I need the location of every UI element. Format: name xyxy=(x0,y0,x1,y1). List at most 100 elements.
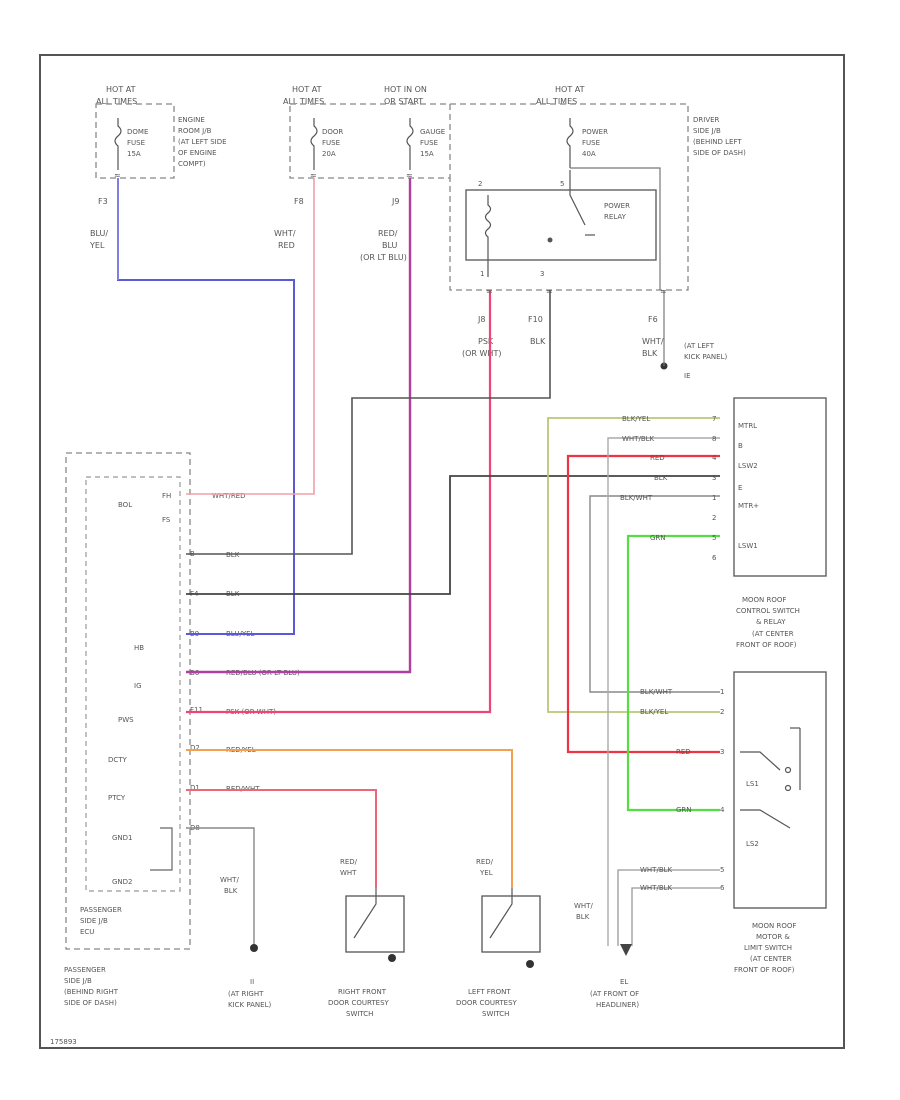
wire-blk-control-e xyxy=(186,475,720,595)
fuse-block-door: HOT AT ALL TIMES DOOR FUSE 20A F8 WHT/ R… xyxy=(274,85,343,250)
motor-ls1-label: LS1 xyxy=(746,780,759,788)
ground-ii-wire-2: BLK xyxy=(224,887,238,895)
motor-wire-blk-yel: BLK/YEL xyxy=(640,708,668,716)
relay-out2-terminal: F10 xyxy=(528,315,543,324)
ctrl-pin-name-mtrl: MTRL xyxy=(738,422,757,430)
wire-psk xyxy=(186,290,492,714)
wire-blu-yel-2: YEL xyxy=(89,241,105,250)
ground-ii-id: II xyxy=(250,978,254,986)
moonroof-motor-label-4: (AT CENTER xyxy=(750,955,792,963)
engine-room-jb-outline xyxy=(95,103,175,179)
ctrl-pin-num-4: 4 xyxy=(712,454,717,462)
engine-jb-loc-5: COMPT) xyxy=(178,160,206,168)
ground-el-icon xyxy=(620,944,632,956)
fuse-dome-hot2: ALL TIMES xyxy=(96,97,137,106)
engine-jb-loc-3: (AT LEFT SIDE xyxy=(178,138,227,146)
wire-blk-yel xyxy=(547,417,720,713)
ctrl-wire-wht-blk: WHT/BLK xyxy=(622,435,655,443)
wire-red-blu-1: RED/ xyxy=(378,229,398,238)
wire-blk-wht xyxy=(589,495,720,693)
wire-red-blu-2: BLU xyxy=(382,241,398,250)
passenger-jb-label-2: SIDE J/B xyxy=(64,977,92,985)
moonroof-motor-pins: 1 2 3 4 5 6 BLK/WHT BLK/YEL RED GRN WHT/… xyxy=(640,688,725,892)
ctrl-pin-num-3: 3 xyxy=(712,474,716,482)
fuse-dome-fuse: FUSE xyxy=(127,139,145,147)
pin-name-gnd1: GND1 xyxy=(112,834,133,842)
limit-switch-1-arm-icon xyxy=(740,751,781,771)
relay-out1-wire-1: PSK xyxy=(478,337,494,346)
relay-out1-terminal: J8 xyxy=(477,315,485,324)
chevron-icon: ≈ xyxy=(486,287,493,296)
right-switch-label-1: RIGHT FRONT xyxy=(338,988,387,996)
relay-out2-wire: BLK xyxy=(530,337,546,346)
motor-pin-4: 4 xyxy=(720,806,725,814)
engine-jb-loc-2: ROOM J/B xyxy=(178,127,212,135)
moonroof-motor-label-5: FRONT OF ROOF) xyxy=(734,966,795,974)
fuse-door-name: DOOR xyxy=(322,128,343,136)
ground-el-location-1: (AT FRONT OF xyxy=(590,990,639,998)
wire-wht-blk-control-b xyxy=(607,437,720,946)
motor-wire-red: RED xyxy=(676,748,691,756)
engine-jb-loc-1: ENGINE xyxy=(178,116,205,124)
left-switch-wire-2: YEL xyxy=(479,869,493,877)
ground-el-location-2: HEADLINER) xyxy=(596,1001,639,1009)
chevron-icon: ≈ xyxy=(406,171,413,180)
ctrl-wire-grn: GRN xyxy=(650,534,666,542)
power-relay: POWER RELAY 2 5 1 3 xyxy=(465,167,661,290)
relay-switch-arm-icon xyxy=(569,170,586,226)
fuse-door-terminal: F8 xyxy=(294,197,304,206)
pin-term-f11: F11 xyxy=(190,706,203,714)
wire-wht-blk-ground-ii xyxy=(186,827,255,946)
wires xyxy=(117,178,720,946)
relay-pin-a: 2 xyxy=(478,180,482,188)
right-switch-ground-icon xyxy=(388,954,396,962)
wire-wht-red xyxy=(186,178,315,495)
moonroof-control-pins: MTRL 7 B 8 LSW2 4 E 3 MTR+ 1 2 LSW1 5 6 xyxy=(712,415,759,562)
left-switch-box xyxy=(481,895,541,953)
driver-jb-loc-3: (BEHIND LEFT xyxy=(693,138,742,146)
ctrl-pin-name-e: E xyxy=(738,484,742,492)
moonroof-control-label-1: MOON ROOF xyxy=(742,596,786,604)
relay-ground-terminal: F6 xyxy=(648,315,658,324)
motor-switch-icons xyxy=(740,727,801,829)
chevron-icon: ≈ xyxy=(660,287,667,296)
relay-pin-d: 3 xyxy=(540,270,544,278)
motor-pin-6: 6 xyxy=(720,884,725,892)
fuse-dome-name: DOME xyxy=(127,128,148,136)
motor-pin-1: 1 xyxy=(720,688,724,696)
pin-name-pws: PWS xyxy=(118,716,134,724)
passenger-jb-ecu-outline xyxy=(85,476,181,892)
moonroof-motor-label-1: MOON ROOF xyxy=(752,922,796,930)
ground-ii-location-2: KICK PANEL) xyxy=(228,1001,271,1009)
ctrl-wire-blk-yel: BLK/YEL xyxy=(622,415,650,423)
motor-ls2-label: LS2 xyxy=(746,840,759,848)
fuse-gauge-name: GAUGE xyxy=(420,128,445,136)
ground-el-wire-2: BLK xyxy=(576,913,590,921)
wire-wht-red-2: RED xyxy=(278,241,295,250)
pin-name-hb: HB xyxy=(134,644,144,652)
relay-pin-b: 5 xyxy=(560,180,564,188)
left-switch-label-1: LEFT FRONT xyxy=(468,988,511,996)
moonroof-control-label-3: & RELAY xyxy=(756,618,786,626)
ctrl-pin-num-5: 5 xyxy=(712,534,716,542)
passenger-jb-outline xyxy=(65,452,191,950)
fuse-power-name: POWER xyxy=(582,128,608,136)
right-switch-label-3: SWITCH xyxy=(346,1010,373,1018)
moonroof-control-label-4: (AT CENTER xyxy=(752,630,794,638)
right-switch-arm-icon xyxy=(353,888,377,939)
motor-wire-blk-wht: BLK/WHT xyxy=(640,688,673,696)
moonroof-control-box xyxy=(733,397,827,577)
wire-wht-red-1: WHT/ xyxy=(274,229,296,238)
contact-dot-icon xyxy=(784,784,792,792)
pin-term-fh: FH xyxy=(162,492,171,500)
fuse-gauge-terminal: J9 xyxy=(391,197,399,206)
left-switch-label-3: SWITCH xyxy=(482,1010,509,1018)
right-door-courtesy-switch: RED/ WHT RIGHT FRONT DOOR COURTESY SWITC… xyxy=(328,858,405,1018)
passenger-jb-label-3: (BEHIND RIGHT xyxy=(64,988,119,996)
fuse-door-icon xyxy=(310,118,318,170)
fuse-gauge-hot1: HOT IN ON xyxy=(384,85,427,94)
fuse-block-dome: HOT AT ALL TIMES DOME FUSE 15A ENGINE RO… xyxy=(89,85,227,250)
relay-pin-c: 1 xyxy=(480,270,484,278)
passenger-ecu-label-3: ECU xyxy=(80,928,94,936)
